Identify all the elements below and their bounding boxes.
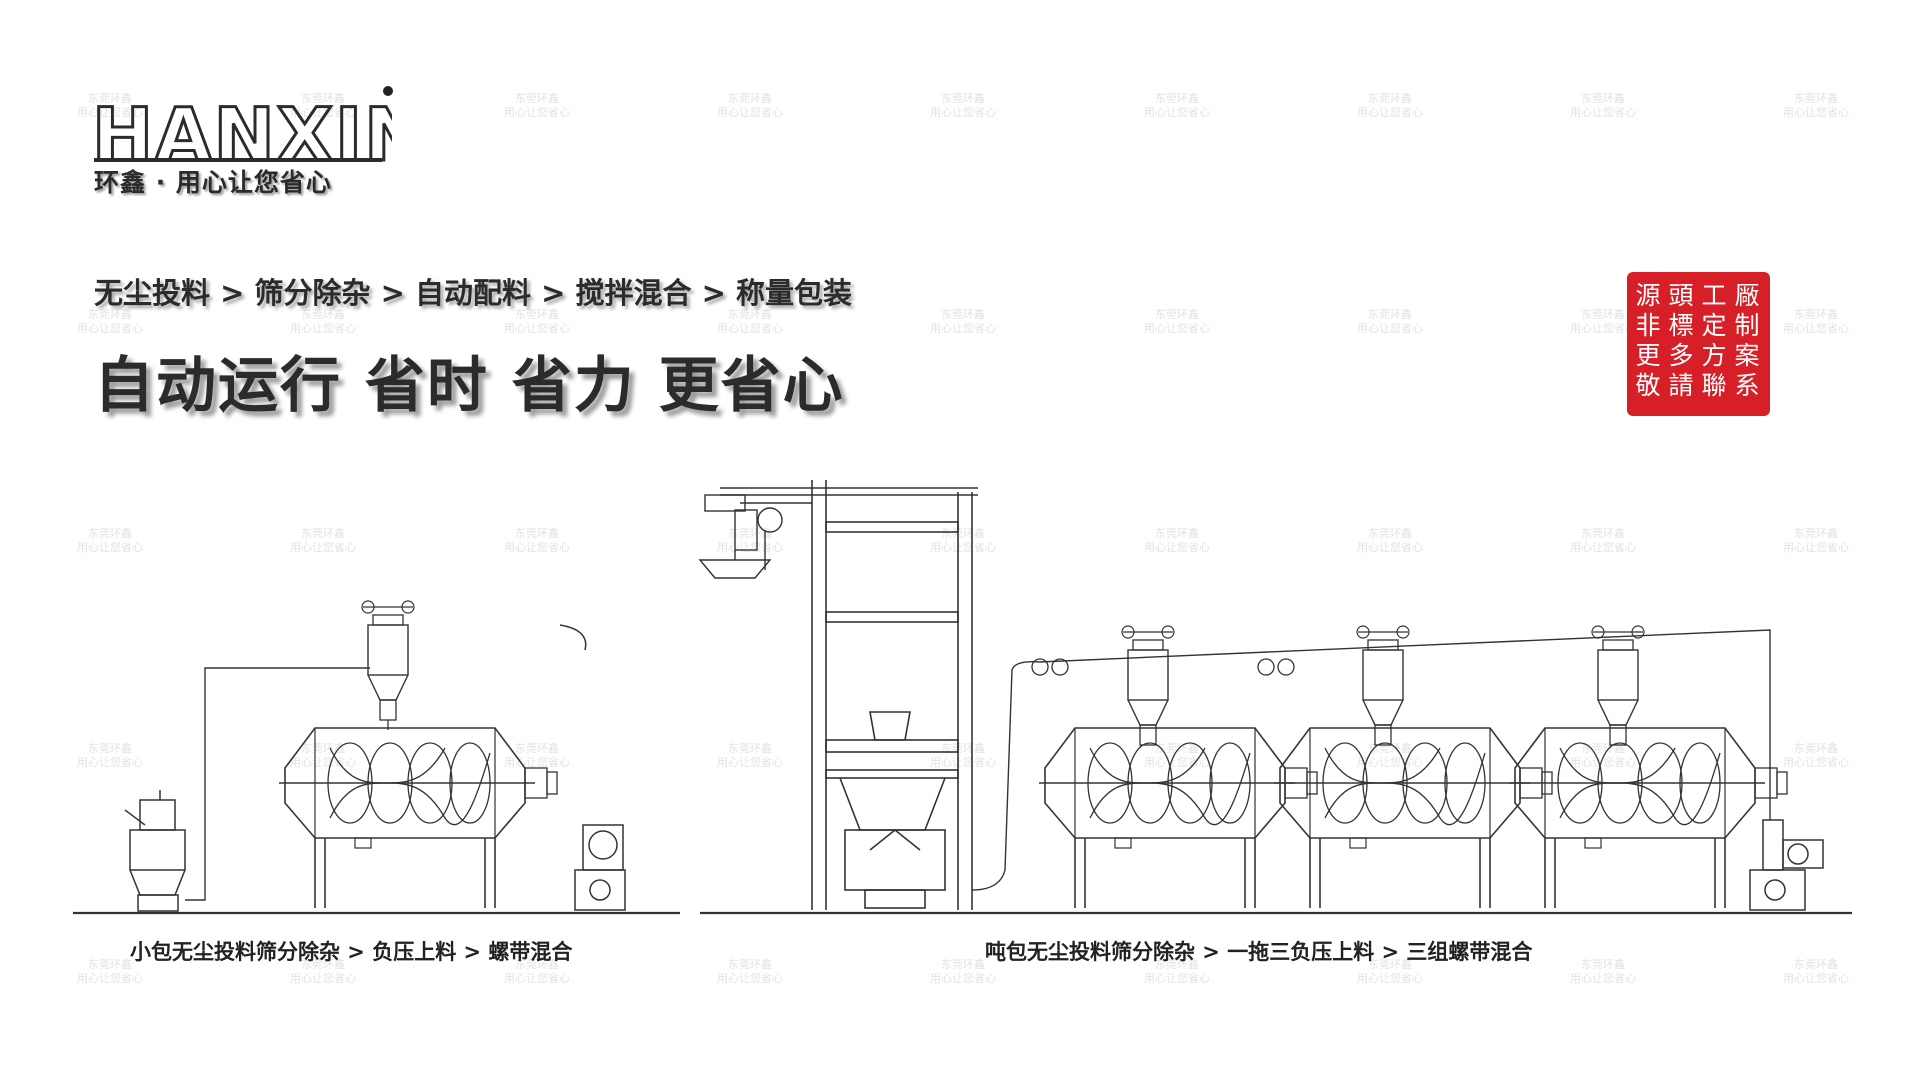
watermark-text: 东莞环鑫用心让您省心 [1357,958,1423,985]
watermark-text: 东莞环鑫用心让您省心 [717,92,783,119]
watermark-text: 东莞环鑫用心让您省心 [1783,742,1849,769]
watermark-text: 东莞环鑫用心让您省心 [1570,92,1636,119]
watermark-text: 东莞环鑫用心让您省心 [1144,308,1210,335]
watermark-text: 东莞环鑫用心让您省心 [1144,958,1210,985]
watermark-text: 东莞环鑫用心让您省心 [930,958,996,985]
watermark-text: 东莞环鑫用心让您省心 [1144,742,1210,769]
watermark-text: 东莞环鑫用心让您省心 [504,308,570,335]
watermark-text: 东莞环鑫用心让您省心 [1783,958,1849,985]
page-headline: 自动运行 省时 省力 更省心 [94,351,845,421]
watermark-text: 东莞环鑫用心让您省心 [1570,527,1636,554]
watermark-text: 东莞环鑫用心让您省心 [1783,527,1849,554]
watermark-text: 东莞环鑫用心让您省心 [717,308,783,335]
watermark-text: 东莞环鑫用心让您省心 [290,958,356,985]
logo-divider [94,158,382,162]
watermark-text: 东莞环鑫用心让您省心 [1144,527,1210,554]
seal-column-1: 厰制案系 [1734,281,1760,400]
watermark-text: 东莞环鑫用心让您省心 [290,308,356,335]
watermark-text: 东莞环鑫用心让您省心 [504,742,570,769]
seal-column-4: 源非更敬 [1635,281,1661,400]
watermark-text: 东莞环鑫用心让您省心 [77,958,143,985]
watermark-text: 东莞环鑫用心让您省心 [1357,308,1423,335]
watermark-text: 东莞环鑫用心让您省心 [1783,92,1849,119]
watermark-text: 东莞环鑫用心让您省心 [717,527,783,554]
watermark-text: 东莞环鑫用心让您省心 [504,92,570,119]
watermark-text: 东莞环鑫用心让您省心 [504,527,570,554]
watermark-text: 东莞环鑫用心让您省心 [930,308,996,335]
watermark-text: 东莞环鑫用心让您省心 [290,527,356,554]
caption-ton-bag-line: 吨包无尘投料筛分除杂 > 一拖三负压上料 > 三组螺带混合 [985,940,1533,964]
watermark-text: 东莞环鑫用心让您省心 [1570,742,1636,769]
watermark-text: 东莞环鑫用心让您省心 [77,742,143,769]
watermark-text: 东莞环鑫用心让您省心 [717,742,783,769]
watermark-text: 东莞环鑫用心让您省心 [717,958,783,985]
watermark-text: 东莞环鑫用心让您省心 [77,308,143,335]
red-seal-stamp: 厰制案系 工定方聯 頭標多請 源非更敬 [1627,272,1770,416]
watermark-text: 东莞环鑫用心让您省心 [930,527,996,554]
watermark-text: 东莞环鑫用心让您省心 [1357,92,1423,119]
watermark-text: 东莞环鑫用心让您省心 [77,527,143,554]
registered-mark-icon [383,86,393,96]
brand-slogan: 环鑫 · 用心让您省心 [94,168,332,197]
watermark-text: 东莞环鑫用心让您省心 [930,92,996,119]
watermark-text: 东莞环鑫用心让您省心 [1783,308,1849,335]
brand-logo: HANXIN [91,90,427,200]
watermark-text: 东莞环鑫用心让您省心 [77,92,143,119]
seal-column-3: 頭標多請 [1668,281,1694,400]
watermark-text: 东莞环鑫用心让您省心 [1570,308,1636,335]
seal-column-2: 工定方聯 [1701,281,1727,400]
process-steps: 无尘投料 > 筛分除杂 > 自动配料 > 搅拌混合 > 称量包装 [94,276,852,310]
watermark-text: 东莞环鑫用心让您省心 [1144,92,1210,119]
watermark-text: 东莞环鑫用心让您省心 [290,92,356,119]
watermark-text: 东莞环鑫用心让您省心 [504,958,570,985]
watermark-text: 东莞环鑫用心让您省心 [290,742,356,769]
logo-wordmark: HANXIN [92,93,392,170]
watermark-text: 东莞环鑫用心让您省心 [1570,958,1636,985]
watermark-text: 东莞环鑫用心让您省心 [1357,527,1423,554]
caption-small-bag-line: 小包无尘投料筛分除杂 > 负压上料 > 螺带混合 [130,940,573,964]
